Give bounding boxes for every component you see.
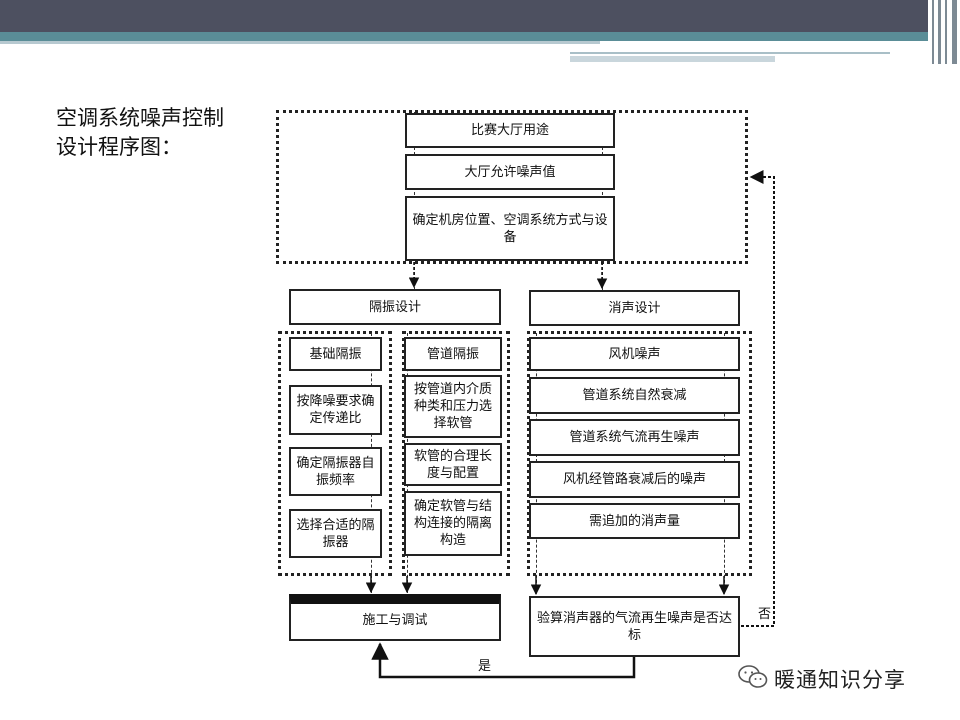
duct-group-outline bbox=[402, 331, 510, 576]
select-hose-box: 按管道内介质种类和压力选择软管 bbox=[404, 375, 502, 438]
natural-attenuation-box: 管道系统自然衰减 bbox=[529, 377, 740, 414]
watermark: 暖通知识分享 bbox=[738, 664, 906, 694]
hose-connection-box: 确定软管与结构连接的隔离构造 bbox=[404, 491, 502, 556]
noise-group-outline bbox=[527, 331, 752, 576]
step-hall-usage: 比赛大厅用途 bbox=[405, 113, 615, 148]
header-accent-line-2 bbox=[570, 44, 890, 54]
hose-length-box: 软管的合理长度与配置 bbox=[404, 443, 502, 486]
additional-attenuation-box: 需追加的消声量 bbox=[529, 503, 740, 539]
regenerated-noise-box: 管道系统气流再生噪声 bbox=[529, 419, 740, 456]
page-title: 空调系统噪声控制设计程序图： bbox=[56, 106, 224, 159]
top-group-outline bbox=[276, 110, 748, 264]
fan-noise-box: 风机噪声 bbox=[529, 337, 740, 371]
noise-design-header: 消声设计 bbox=[529, 290, 740, 326]
header-accent-line-3 bbox=[570, 56, 775, 62]
natural-frequency-box: 确定隔振器自振频率 bbox=[289, 447, 382, 496]
header-accent-line bbox=[0, 41, 600, 44]
construction-commissioning-box: 施工与调试 bbox=[289, 594, 501, 641]
attenuated-fan-noise-box: 风机经管路衰减后的噪声 bbox=[529, 461, 740, 498]
verify-silencer-box: 验算消声器的气流再生噪声是否达标 bbox=[529, 596, 740, 657]
yes-label: 是 bbox=[478, 659, 492, 674]
wechat-icon bbox=[738, 664, 768, 694]
header-accent-bar bbox=[0, 32, 960, 41]
transmission-ratio-box: 按降噪要求确定传递比 bbox=[289, 385, 382, 435]
step-allowed-noise: 大厅允许噪声值 bbox=[405, 154, 615, 190]
foundation-group-outline bbox=[278, 331, 392, 576]
watermark-text: 暖通知识分享 bbox=[774, 668, 906, 692]
select-isolator-box: 选择合适的隔振器 bbox=[289, 509, 382, 558]
header-corner-decoration bbox=[928, 0, 960, 64]
foundation-isolation-box: 基础隔振 bbox=[289, 337, 382, 371]
step-machine-room-system: 确定机房位置、空调系统方式与设备 bbox=[405, 196, 615, 261]
no-label: 否 bbox=[758, 607, 772, 622]
header-bar bbox=[0, 0, 960, 32]
vibration-design-header: 隔振设计 bbox=[289, 289, 501, 325]
duct-isolation-box: 管道隔振 bbox=[404, 337, 502, 371]
